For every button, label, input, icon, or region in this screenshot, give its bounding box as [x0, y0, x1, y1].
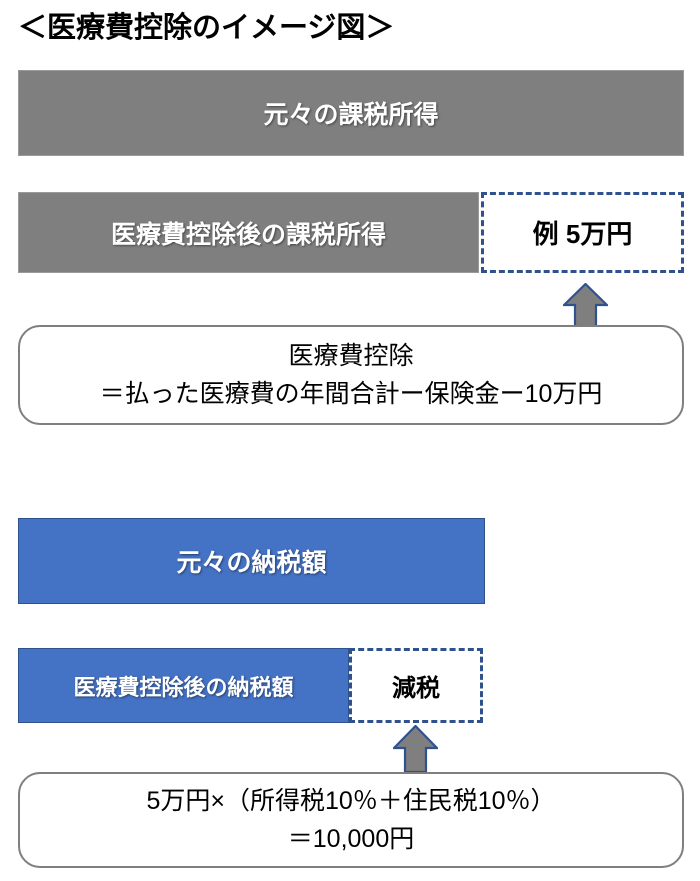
bar-original-taxable-income: 元々の課税所得: [18, 70, 684, 156]
bar-original-tax-amount-label: 元々の納税額: [176, 549, 327, 577]
arrow-up-icon-deduction: [561, 282, 610, 330]
callout-example-amount-label: 例 5万円: [532, 219, 633, 249]
bar-tax-amount-after-deduction-label: 医療費控除後の納税額: [73, 674, 294, 700]
arrow-up-icon-tax-reduction: [391, 724, 440, 774]
page-title: ＜医療費控除のイメージ図＞: [18, 12, 395, 44]
bar-taxable-income-after-deduction-label: 医療費控除後の課税所得: [110, 220, 386, 249]
bar-original-taxable-income-label: 元々の課税所得: [263, 101, 439, 129]
bar-original-tax-amount: 元々の納税額: [18, 518, 485, 604]
bar-taxable-income-after-deduction: 医療費控除後の課税所得: [18, 192, 479, 273]
formula-tax-reduction-line2: ＝10,000円: [287, 825, 415, 853]
callout-example-amount: 例 5万円: [481, 192, 684, 273]
bar-tax-amount-after-deduction: 医療費控除後の納税額: [18, 648, 349, 723]
formula-box-medical-deduction: 医療費控除 ＝払った医療費の年間合計ー保険金ー10万円: [18, 325, 684, 425]
formula-box-tax-reduction: 5万円×（所得税10％＋住民税10％） ＝10,000円: [18, 772, 684, 868]
callout-tax-reduction-label: 減税: [392, 675, 440, 702]
formula-tax-reduction-line1: 5万円×（所得税10％＋住民税10％）: [146, 787, 556, 815]
formula-medical-deduction-line1: 医療費控除: [288, 342, 414, 370]
callout-tax-reduction: 減税: [349, 648, 483, 723]
formula-medical-deduction-line2: ＝払った医療費の年間合計ー保険金ー10万円: [99, 380, 603, 408]
